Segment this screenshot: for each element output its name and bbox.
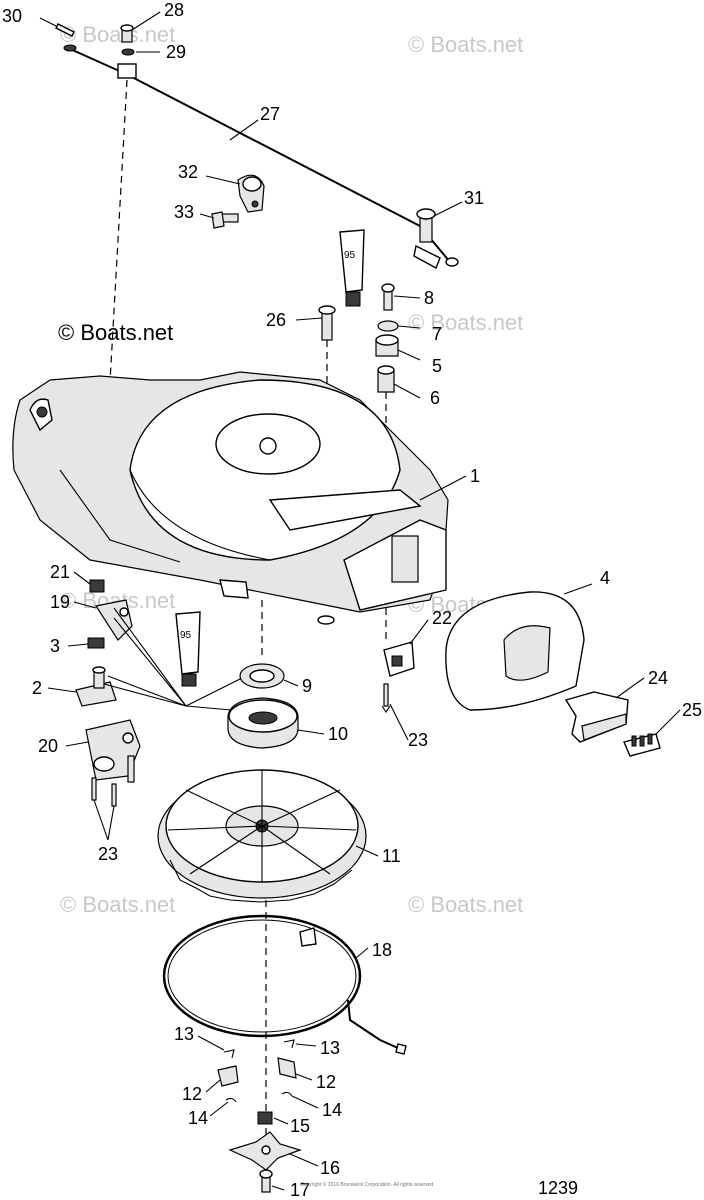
washer-29 xyxy=(121,48,135,56)
clip-14-left xyxy=(225,1097,237,1103)
callout-32: 32 xyxy=(178,162,198,182)
callout-2: 2 xyxy=(32,678,42,698)
tube-label: 95 xyxy=(344,250,356,261)
callout-29: 29 xyxy=(166,42,186,62)
clip-14-right xyxy=(281,1091,293,1097)
callout-20: 20 xyxy=(38,736,58,756)
screw-33 xyxy=(211,211,239,229)
bushing-15 xyxy=(257,1111,273,1125)
callout-12-right: 12 xyxy=(316,1072,336,1092)
screw-8 xyxy=(381,283,395,311)
washer-9 xyxy=(239,663,285,689)
callout-31: 31 xyxy=(464,188,484,208)
callout-26: 26 xyxy=(266,310,286,330)
handle-insert-24 xyxy=(564,691,629,743)
callout-18: 18 xyxy=(372,940,392,960)
screws-23-left xyxy=(91,777,117,807)
callout-19: 19 xyxy=(50,592,70,612)
cable-end xyxy=(413,244,441,269)
callout-6: 6 xyxy=(430,388,440,408)
spring-3 xyxy=(87,637,105,649)
clip-22 xyxy=(383,641,415,677)
callout-12-left: 12 xyxy=(182,1084,202,1104)
spring-housing-10 xyxy=(227,697,299,749)
callout-8: 8 xyxy=(424,288,434,308)
grease-tube-95-lower: 95 xyxy=(175,611,201,687)
cable-assembly xyxy=(55,23,459,269)
cable-bracket xyxy=(117,63,137,79)
recoil-housing-1 xyxy=(12,371,449,625)
starter-rope-18 xyxy=(162,914,407,1055)
tube-label: 95 xyxy=(180,630,192,641)
callout-22: 22 xyxy=(432,608,452,628)
callout-4: 4 xyxy=(600,568,610,588)
spacer-6 xyxy=(377,365,395,393)
callout-13-right: 13 xyxy=(320,1038,340,1058)
screw-23-right xyxy=(381,683,391,713)
callout-30: 30 xyxy=(2,6,22,26)
callout-14-right: 14 xyxy=(322,1100,342,1120)
callout-27: 27 xyxy=(260,104,280,124)
callout-11: 11 xyxy=(382,846,401,866)
callout-33: 33 xyxy=(174,202,194,222)
pawl-12-right xyxy=(277,1057,297,1079)
clamp-32 xyxy=(237,174,265,213)
spring-13-right xyxy=(283,1039,295,1049)
grease-tube-95-top: 95 xyxy=(339,229,365,307)
callout-9: 9 xyxy=(302,676,312,696)
washer-7 xyxy=(377,320,399,332)
callout-25: 25 xyxy=(682,700,702,720)
screw-26 xyxy=(318,305,336,341)
friction-plate-16 xyxy=(228,1131,302,1171)
screw-31 xyxy=(416,208,436,243)
watermark-text: © Boats.net xyxy=(408,32,523,57)
callout-10: 10 xyxy=(328,724,348,744)
pawl-19 xyxy=(95,599,133,641)
callout-24: 24 xyxy=(648,668,668,688)
rope-anchor-25 xyxy=(623,733,661,757)
callout-leaders xyxy=(39,11,681,1191)
watermark-text: © Boats.net xyxy=(408,892,523,917)
copyright-note: Copyright © 2016 Brunswick Corporation. … xyxy=(300,1181,435,1188)
callout-3: 3 xyxy=(50,636,60,656)
callout-23-left: 23 xyxy=(98,844,118,864)
watermark-text: © Boats.net xyxy=(60,22,175,47)
callout-1: 1 xyxy=(470,466,480,486)
pawl-12-left xyxy=(217,1065,239,1087)
callout-13-left: 13 xyxy=(174,1024,194,1044)
spring-13-left xyxy=(223,1049,235,1059)
callout-28: 28 xyxy=(164,0,184,20)
cable-washer xyxy=(445,257,459,267)
pin-2 xyxy=(75,666,117,707)
pulley-11 xyxy=(157,769,367,903)
bracket-20 xyxy=(85,719,141,783)
callout-21: 21 xyxy=(50,562,70,582)
callout-14-left: 14 xyxy=(188,1108,208,1128)
figure-number: 1239 xyxy=(538,1178,578,1198)
bushing-5 xyxy=(375,334,399,357)
handle-4 xyxy=(445,591,585,711)
spring-21 xyxy=(89,579,105,593)
leader-lines xyxy=(103,607,255,713)
callout-16: 16 xyxy=(320,1158,340,1178)
callout-17: 17 xyxy=(290,1180,310,1200)
watermark-text: © Boats.net xyxy=(408,310,523,335)
cotter-pin-30 xyxy=(55,23,75,37)
watermark-text-dark: © Boats.net xyxy=(58,320,173,345)
callout-7: 7 xyxy=(432,324,442,344)
callout-23-right: 23 xyxy=(408,730,428,750)
washer-30 xyxy=(63,44,77,52)
callout-15: 15 xyxy=(290,1116,310,1136)
callout-5: 5 xyxy=(432,356,442,376)
screw-17 xyxy=(259,1169,273,1193)
watermark-text: © Boats.net xyxy=(60,892,175,917)
